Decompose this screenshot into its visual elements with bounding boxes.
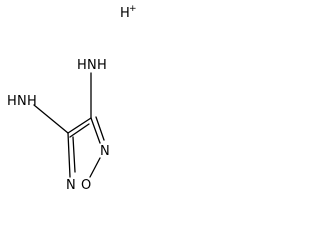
bond-c-n-bottom-a: [67, 132, 71, 178]
bond-c-n-right-a: [90, 117, 101, 144]
bond-cc-inner: [69, 123, 90, 138]
ring-n-right: N: [100, 144, 110, 159]
amine-top-h-right: H: [97, 58, 107, 73]
bond-c-lower-to-amine-left: [33, 104, 69, 134]
amine-left-n: N: [17, 94, 27, 109]
bond-n-right-o: [89, 157, 101, 178]
bond-c-n-right-b: [95, 116, 105, 141]
amine-top-n: N: [87, 58, 97, 73]
ring-o: O: [81, 178, 91, 193]
amine-top-h-left: H: [77, 58, 87, 73]
amine-left-h-right: H: [27, 94, 37, 109]
counter-ion-symbol: H: [120, 6, 130, 21]
chemical-structure: H + H N H H N H N N O: [7, 4, 136, 193]
bond-cc-outer: [67, 117, 92, 134]
bond-c-n-bottom-b: [72, 136, 76, 173]
counter-ion-charge: +: [129, 4, 136, 14]
amine-left-h-left: H: [7, 94, 17, 109]
ring-n-bottom: N: [66, 178, 76, 193]
